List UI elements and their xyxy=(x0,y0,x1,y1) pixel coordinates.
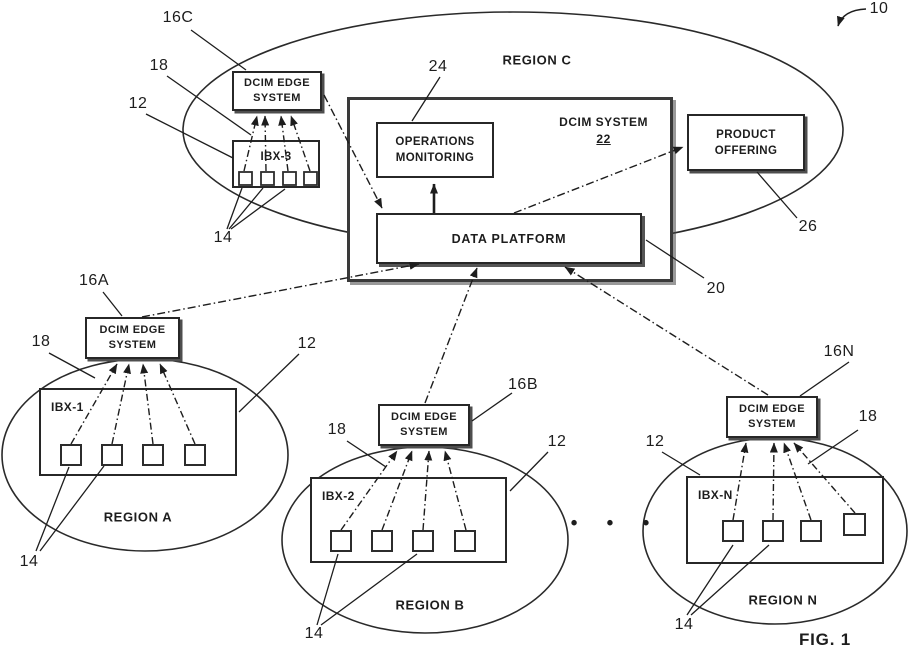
product-offering-line2: OFFERING xyxy=(714,144,778,157)
edge-a-line2: SYSTEM xyxy=(108,339,157,351)
data-platform-box: DATA PLATFORM xyxy=(376,213,642,264)
ibx-1-box: IBX-1 xyxy=(39,388,237,476)
dcim-edge-system-a-box: DCIM EDGE SYSTEM xyxy=(85,317,180,359)
product-offering-box: PRODUCT OFFERING xyxy=(687,114,805,171)
dcim-system-title-text: DCIM SYSTEM xyxy=(559,115,648,129)
dcim-system-title: DCIM SYSTEM 22 xyxy=(559,114,648,148)
ibx-n-box: IBX-N xyxy=(686,476,884,564)
ibx-1-label: IBX-1 xyxy=(51,400,84,414)
edge-b-line2: SYSTEM xyxy=(400,426,448,438)
dcim-edge-system-b-box: DCIM EDGE SYSTEM xyxy=(378,404,470,446)
operations-monitoring-box: OPERATIONS MONITORING xyxy=(376,122,494,178)
dcim-edge-system-n-box: DCIM EDGE SYSTEM xyxy=(726,396,818,438)
edge-a-line1: DCIM EDGE xyxy=(99,324,166,336)
operations-monitoring-line1: OPERATIONS xyxy=(395,136,475,148)
data-platform-label: DATA PLATFORM xyxy=(451,231,567,246)
ibx-2-label: IBX-2 xyxy=(322,489,355,503)
dcim-edge-system-c-box: DCIM EDGE SYSTEM xyxy=(232,71,322,111)
ibx-2-box: IBX-2 xyxy=(310,477,507,563)
edge-c-line2: SYSTEM xyxy=(253,92,301,104)
ibx-n-label: IBX-N xyxy=(698,488,733,502)
operations-monitoring-line2: MONITORING xyxy=(395,152,475,164)
ref-label-22: 22 xyxy=(596,132,611,146)
edge-c-line1: DCIM EDGE xyxy=(244,77,310,89)
ibx-3-box: IBX-3 xyxy=(232,140,320,188)
ibx-3-label: IBX-3 xyxy=(260,151,292,163)
edge-n-line1: DCIM EDGE xyxy=(739,403,805,415)
edge-n-line2: SYSTEM xyxy=(748,418,796,430)
product-offering-line1: PRODUCT xyxy=(716,128,776,141)
edge-b-line1: DCIM EDGE xyxy=(391,411,457,423)
